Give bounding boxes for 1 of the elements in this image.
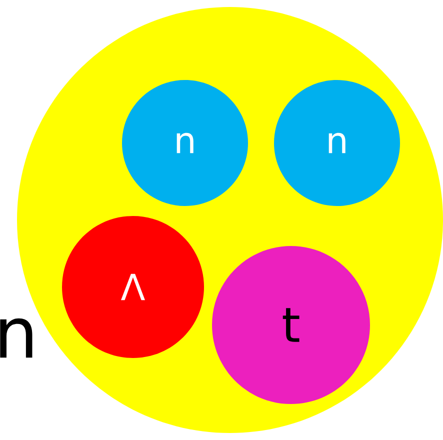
particle-label: n bbox=[0, 318, 32, 358]
